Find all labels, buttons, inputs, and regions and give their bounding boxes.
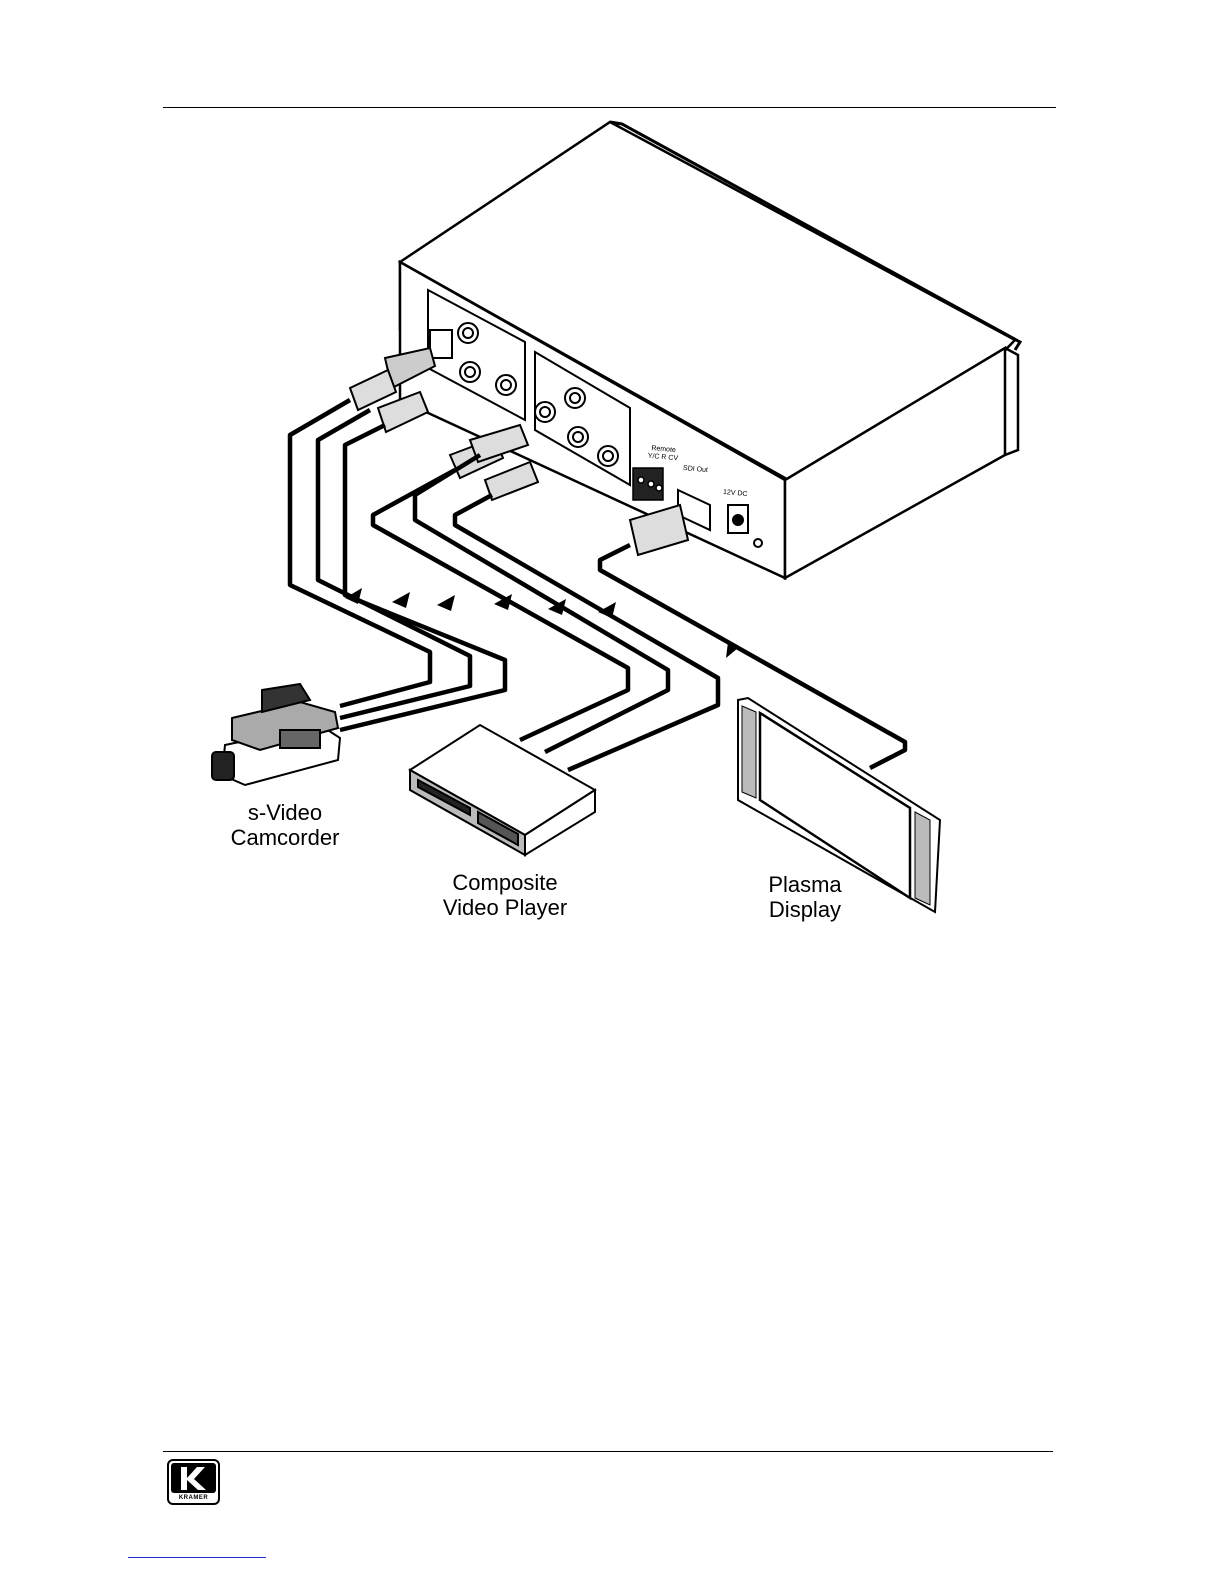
cable-camcorder-2 [318,410,470,718]
cable-camcorder-1 [290,400,430,706]
video-player-label: Composite Video Player [420,870,590,920]
sdi-plug [630,505,688,555]
arrow-2 [392,592,410,608]
camcorder-icon [212,684,340,785]
video-player-icon [410,725,595,855]
plasma-display-label: Plasma Display [730,872,880,922]
footer-rule [163,1451,1053,1452]
kramer-logo-text: KRAMER [167,1495,220,1501]
arrow-3 [437,595,455,611]
footer-link-underline[interactable] [128,1557,266,1558]
remote-terminal [633,468,663,500]
camcorder-label: s-Video Camcorder [200,800,370,850]
